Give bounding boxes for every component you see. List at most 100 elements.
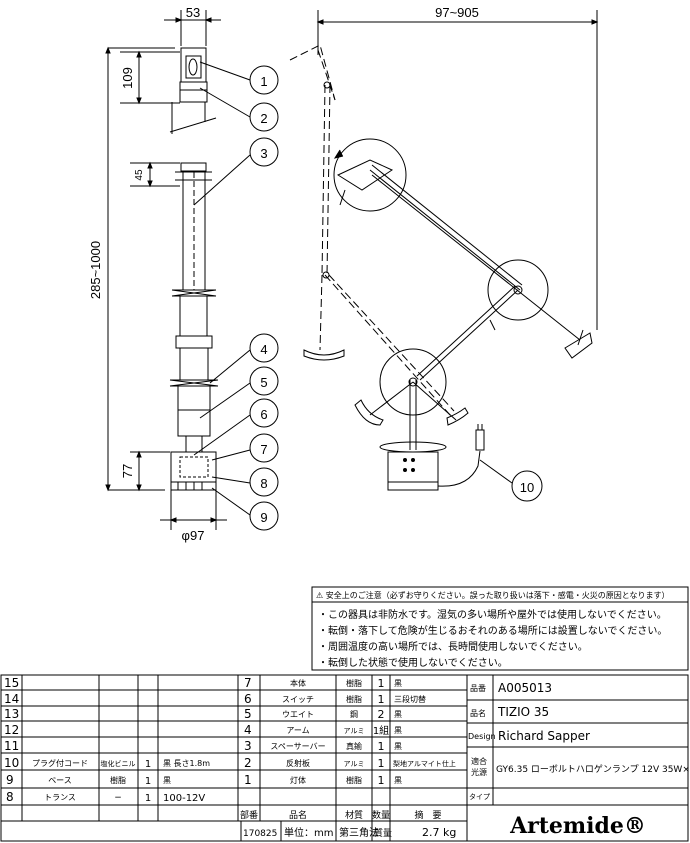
right-row-6-name: スイッチ [282,695,314,704]
drawing-date: 170825 [243,829,277,839]
right-row-3-material: 真鍮 [346,741,362,751]
weight-value: 2.7 kg [422,826,456,839]
warning-title: ⚠ 安全上のご注意（必ずお守りください。誤った取り扱いは落下・感電・火災の原因と… [316,590,669,600]
right-row-3-qty: 1 [378,740,385,753]
dimension-labels: 53 109 45 285~1000 77 φ97 97~905 [88,5,479,543]
left-row-9-qty: 1 [145,776,151,787]
warning-line-4: ・転倒した状態で使用しないでください。 [318,656,508,669]
callout-3: 3 [260,146,267,161]
lamp-label-line-2: 光源 [471,767,487,777]
left-row-9-note: 黒 [163,776,171,785]
left-row-8-name: トランス [44,793,76,802]
right-row-3-name: スペーサーバー [270,742,325,751]
right-row-2-name: 反射板 [286,758,310,768]
lamp-spec: GY6.35 ローボルトハロゲンランプ 12V 35W×1 [496,763,690,775]
left-row-15-no: 15 [4,676,19,690]
header-material: 材質 [345,809,363,821]
right-row-2-material: アルミ [344,760,365,768]
right-row-4-note: 黒 [394,726,402,735]
code-label: 品番 [470,683,486,693]
side-view [289,10,599,502]
right-row-7-note: 黒 [394,679,402,688]
dim-base-diameter: φ97 [182,528,205,543]
right-row-4-no: 4 [244,723,252,737]
lamp-label-line-1: 適合 [471,756,487,766]
left-row-8-qty: 1 [145,793,151,804]
drawing-unit: 単位：mm [284,826,333,839]
dim-base-height: 77 [120,464,135,478]
design-label: Design [468,732,496,741]
right-row-1-name: 灯体 [290,775,306,785]
left-row-8-material: − [114,793,122,803]
parts-right-rows: 7 本体 樹脂 1 黒 6 スイッチ 樹脂 1 三段切替 5 ウエイト 鋼 2 … [240,676,456,839]
dim-width-top: 53 [186,5,200,20]
title-block: 品番 A005013 品名 TIZIO 35 Design Richard Sa… [468,681,690,839]
dim-reach: 97~905 [435,5,479,20]
left-row-9-material: 樹脂 [110,775,126,785]
right-row-4-material: アルミ [344,727,365,735]
header-note: 摘 要 [414,809,441,821]
header-name: 品名 [289,809,307,821]
right-row-4-name: アーム [286,726,309,735]
warning-line-2: ・転倒・落下して危険が生じるおそれのある場所には設置しないでください。 [318,624,667,637]
left-row-13-no: 13 [4,707,19,721]
right-row-2-qty: 1 [378,757,385,770]
parts-left-rows: 15 14 13 12 11 10 プラグ付コード 塩化ビニル 1 黒 長さ1.… [4,676,210,804]
dim-total-height: 285~1000 [88,241,103,299]
right-row-1-material: 樹脂 [346,775,362,785]
callout-10: 10 [520,480,534,495]
left-row-9-name: ベース [48,776,72,785]
right-row-6-note: 三段切替 [394,694,426,704]
right-row-2-no: 2 [244,756,252,770]
right-row-6-qty: 1 [378,693,385,706]
warning-line-1: ・この器具は非防水です。湿気の多い場所や屋外では使用しないでください。 [318,608,667,621]
right-row-5-material: 鋼 [350,709,358,719]
left-row-10-no: 10 [4,756,19,770]
callout-9: 9 [260,510,267,525]
left-row-8-note: 100-12V [163,793,205,804]
warning-box: ⚠ 安全上のご注意（必ずお守りください。誤った取り扱いは落下・感電・火災の原因と… [311,586,689,671]
product-code: A005013 [498,681,552,695]
weight-label: 質量 [374,827,392,839]
type-label: タイプ [469,792,490,801]
right-row-5-note: 黒 [394,710,402,719]
left-row-10-note: 黒 長さ1.8m [163,759,210,768]
right-row-1-no: 1 [244,773,252,787]
callout-6: 6 [260,407,267,422]
header-part-no: 部番 [240,809,258,821]
left-row-10-qty: 1 [145,759,151,770]
designer-name: Richard Sapper [498,729,590,743]
parts-table [0,674,689,842]
projection-method: 第三角法 [339,826,379,839]
left-row-11-no: 11 [4,739,19,753]
header-qty: 数量 [372,809,390,821]
right-row-2-note: 梨地アルマイト仕上 [393,759,456,768]
callout-7: 7 [260,442,267,457]
left-row-10-material: 塩化ビニル [101,759,136,768]
right-row-7-name: 本体 [290,678,306,688]
right-row-6-no: 6 [244,692,252,706]
right-row-7-no: 7 [244,676,252,690]
callout-1: 1 [260,74,267,89]
right-row-4-qty: 1組 [373,724,389,737]
product-name: TIZIO 35 [497,705,549,719]
right-row-7-qty: 1 [378,677,385,690]
left-row-12-no: 12 [4,723,19,737]
left-row-14-no: 14 [4,692,19,706]
right-row-7-material: 樹脂 [346,678,362,688]
left-row-10-name: プラグ付コード [32,758,88,768]
callout-8: 8 [260,476,267,491]
left-row-9-no: 9 [6,773,14,787]
right-row-5-qty: 2 [378,708,385,721]
name-label: 品名 [470,708,486,718]
callout-2: 2 [260,111,267,126]
right-row-3-note: 黒 [394,742,402,751]
warning-line-3: ・周囲温度の高い場所では、長時間使用しないでください。 [318,640,588,653]
callout-4: 4 [260,342,267,357]
callout-labels: 1 2 3 4 5 6 7 8 9 10 [260,74,534,525]
dim-head-height: 109 [120,67,135,89]
dim-neck-height: 45 [134,169,145,181]
artemide-logo: Artemide® [509,813,646,839]
right-row-5-name: ウエイト [282,710,314,719]
